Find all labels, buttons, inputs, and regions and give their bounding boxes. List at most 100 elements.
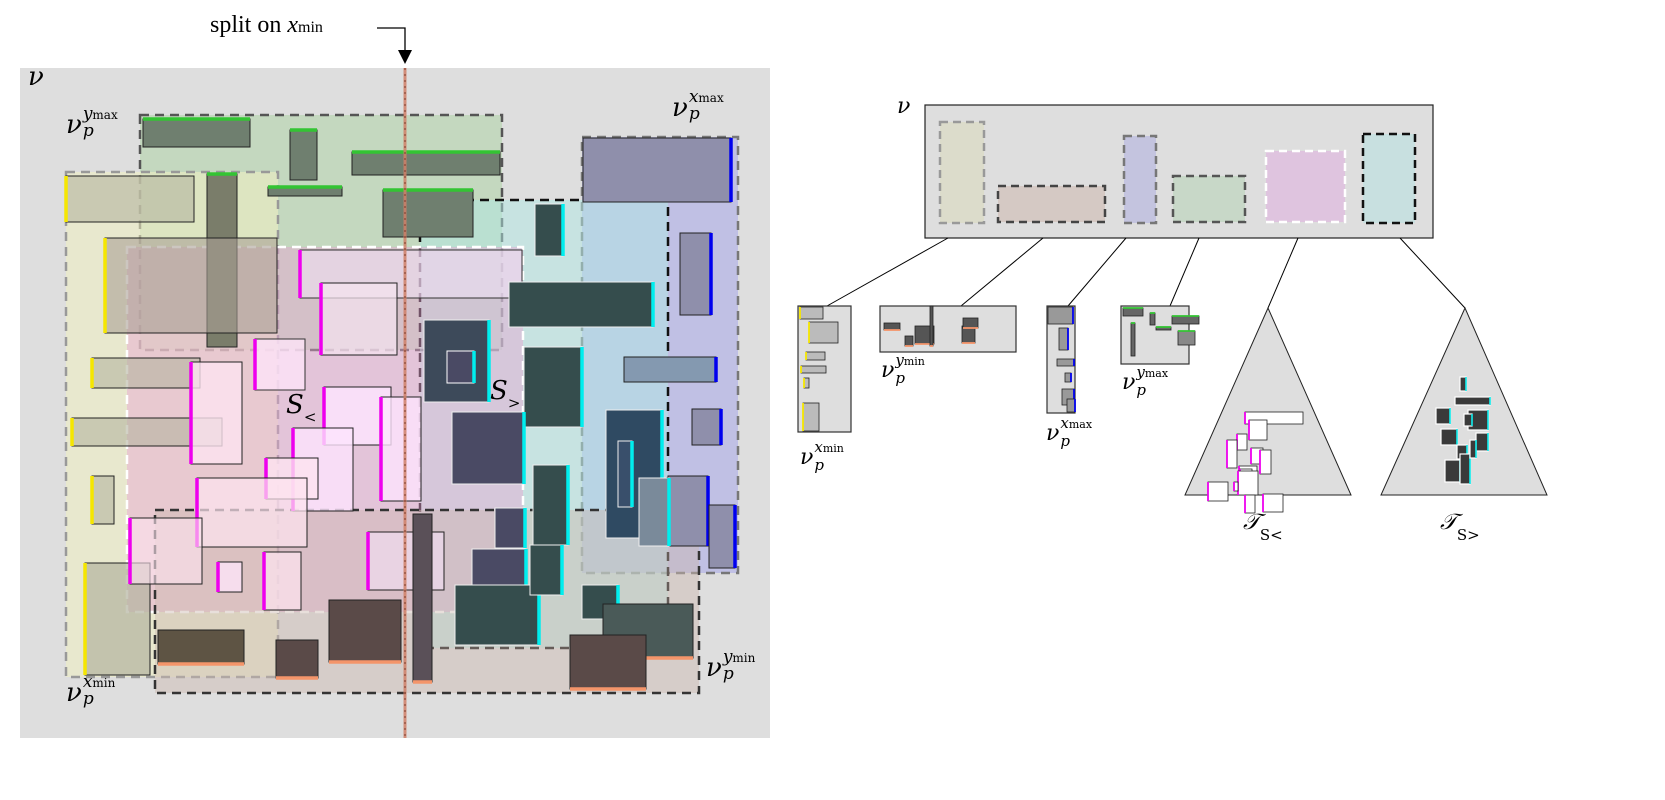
label-sup: xmax [1060, 415, 1092, 433]
label-sup: xmax [689, 89, 724, 106]
child-rectangle [805, 351, 826, 361]
split-sub: min [298, 19, 323, 36]
label-base: 𝒯 [1243, 510, 1260, 535]
input-rectangle [532, 464, 569, 546]
tree-edge [1267, 237, 1299, 309]
child-rectangle [1058, 327, 1069, 351]
input-rectangle [638, 477, 670, 547]
label-sup: ymax [1136, 364, 1168, 382]
label-sub: p [1060, 432, 1070, 450]
label-sup-var: x [1060, 414, 1069, 432]
input-rectangle [382, 189, 474, 238]
subtree-rectangle [1236, 433, 1248, 451]
input-rectangle [617, 440, 633, 508]
label-sup-sub: min [903, 355, 925, 368]
label-s-greater: S> [490, 376, 520, 412]
bin-s-greater [1361, 132, 1417, 225]
input-rectangle [412, 513, 433, 683]
label-sub: p [82, 689, 94, 709]
label-sup: ymin [895, 352, 925, 370]
child-rectangle [929, 305, 934, 347]
label-sub: p [814, 456, 824, 474]
subtree-rectangle [1248, 419, 1268, 441]
input-rectangle [217, 561, 243, 593]
label-base: ν [672, 93, 688, 123]
input-rectangle [157, 629, 245, 665]
tree-edge [1169, 237, 1200, 307]
label-base: ν [706, 653, 722, 683]
input-rectangle [65, 175, 195, 223]
label-sub: p [722, 664, 734, 684]
label-sup-var: x [814, 438, 823, 456]
label-base: ν [1046, 421, 1060, 446]
subtree-rectangle [1475, 432, 1489, 452]
label-sup-sub: min [822, 442, 844, 455]
label-sup-sub: min [92, 676, 116, 690]
subtree-rectangle [1463, 413, 1473, 427]
label-sup: ymax [83, 106, 118, 123]
label-base: ν [28, 62, 44, 92]
bin-s-less [1264, 149, 1347, 224]
input-rectangle [508, 281, 654, 328]
input-rectangle [320, 282, 398, 356]
label-sub: p [1136, 381, 1146, 399]
arrow-head-icon [398, 50, 412, 64]
label-sub: p [895, 369, 905, 387]
subtree-rectangle [1459, 376, 1467, 392]
input-rectangle [691, 408, 722, 446]
input-rectangle [275, 639, 319, 679]
input-rectangle [679, 232, 712, 316]
input-rectangle [667, 475, 709, 547]
input-rectangle [708, 504, 736, 569]
label-sup-var: x [688, 87, 699, 107]
input-rectangle [328, 599, 402, 663]
label-base: 𝒯 [1440, 510, 1457, 535]
label-sup: xmin [814, 439, 844, 457]
label-sup-var: y [722, 647, 733, 667]
label-sup-sub: max [1068, 418, 1093, 431]
input-rectangle [451, 411, 525, 485]
label-sup: ymin [723, 649, 756, 666]
input-rectangle [494, 507, 526, 549]
label-sup-var: x [82, 672, 93, 692]
input-rectangle [529, 544, 563, 596]
child-rectangle [1130, 322, 1136, 357]
label-sup-sub: max [698, 91, 724, 105]
input-rectangle [534, 203, 564, 257]
label-base: ν [66, 110, 82, 140]
input-rectangle [129, 517, 203, 585]
child-rectangle [808, 321, 839, 344]
input-rectangle [91, 357, 201, 389]
split-caption: split on xmin [210, 12, 323, 39]
split-var: x [287, 12, 298, 38]
label-base: ν [881, 358, 895, 383]
input-rectangle [289, 129, 318, 181]
label-sub: > [507, 394, 521, 412]
child-rectangle [799, 306, 824, 320]
label-sup-var: y [82, 104, 93, 124]
child-node-ymin [879, 305, 1017, 353]
tree-edge [960, 237, 1044, 307]
child-rectangle [904, 335, 914, 347]
child-rectangle [1066, 398, 1076, 413]
label-sup-var: y [895, 351, 904, 369]
label-nu-main: ν [28, 62, 44, 92]
child-rectangle [883, 322, 901, 331]
label-sup-sub: min [732, 651, 756, 665]
subtree-rectangle [1226, 439, 1238, 469]
label-base: S [286, 390, 304, 420]
split-arrow [377, 27, 406, 52]
label-base: ν [1122, 370, 1136, 395]
input-rectangle [351, 151, 501, 176]
input-rectangle [196, 477, 308, 548]
input-rectangle [569, 634, 647, 690]
subtree-rectangle [1459, 453, 1471, 485]
input-rectangle [582, 137, 732, 203]
subtree-rectangle [1237, 470, 1259, 496]
bin-ymax [1171, 174, 1247, 224]
label-nu-node: ν [897, 92, 910, 122]
